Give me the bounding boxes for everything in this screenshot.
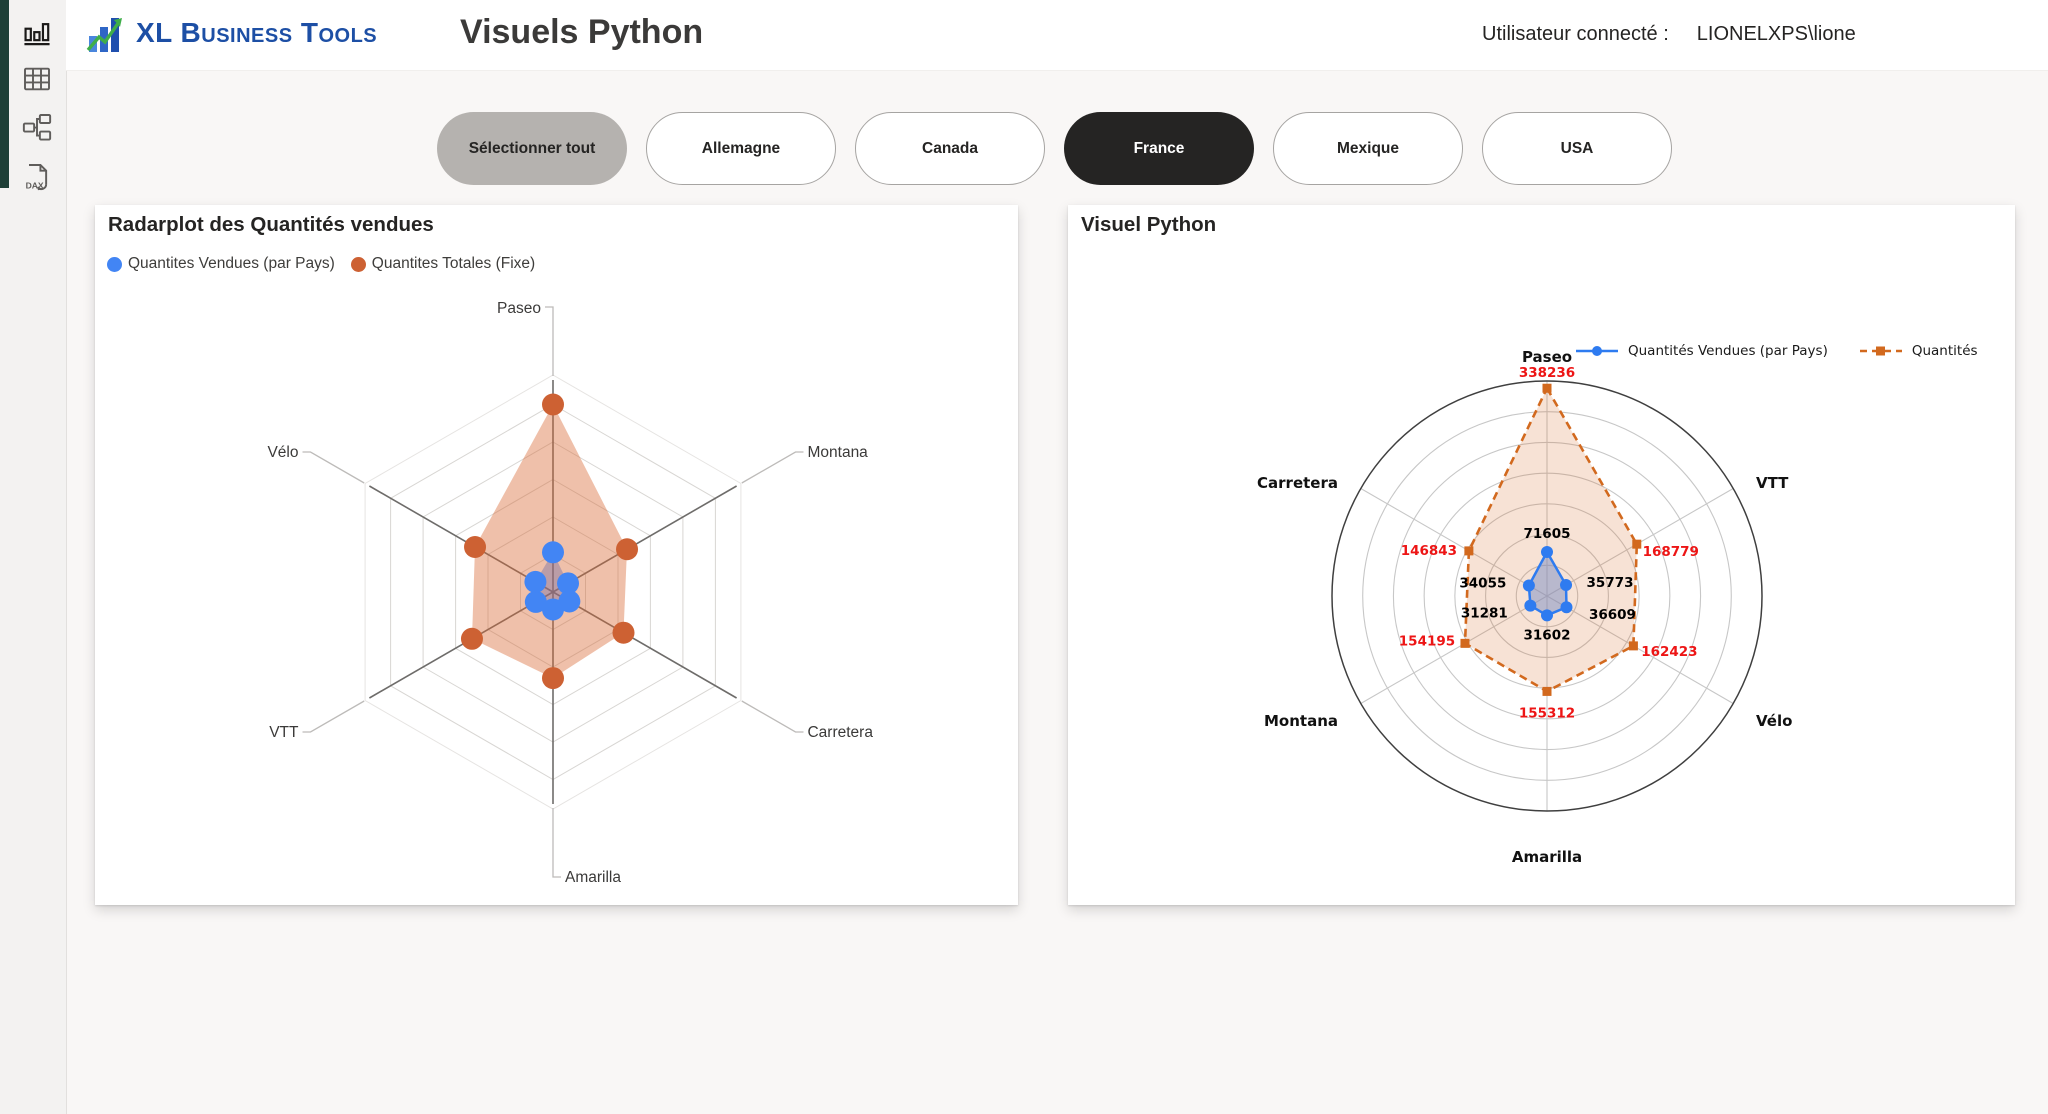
radarplot-title: Radarplot des Quantités vendues [108, 213, 434, 236]
python-chart-legend: Quantités Vendues (par Pays) Quantités [1574, 343, 1978, 359]
filter-usa[interactable]: USA [1482, 112, 1672, 185]
svg-text:VTT: VTT [269, 724, 299, 741]
py-legend-label: Quantités Vendues (par Pays) [1628, 343, 1828, 359]
svg-text:31281: 31281 [1461, 606, 1508, 622]
country-filter-bar: Sélectionner tout Allemagne Canada Franc… [437, 112, 1672, 185]
svg-text:Carretera: Carretera [807, 724, 873, 741]
user-label: Utilisateur connecté : [1482, 23, 1669, 45]
series-vendues [524, 541, 581, 621]
user-info: Utilisateur connecté : LIONELXPS\lione [1482, 23, 1856, 46]
blue-line-marker-icon [1576, 346, 1618, 356]
legend-label: Quantites Totales (Fixe) [371, 255, 536, 272]
svg-text:162423: 162423 [1641, 644, 1697, 660]
legend-item-totales[interactable]: Quantites Totales (Fixe) [350, 255, 536, 273]
py-legend-item-quantites: Quantités [1858, 343, 1978, 359]
py-legend-item-vendues: Quantités Vendues (par Pays) [1574, 343, 1828, 359]
filter-select-all[interactable]: Sélectionner tout [437, 112, 627, 185]
svg-text:34055: 34055 [1459, 576, 1506, 592]
sidebar-active-indicator [0, 0, 9, 188]
svg-text:Amarilla: Amarilla [1512, 848, 1582, 866]
svg-text:Montana: Montana [807, 444, 868, 461]
report-view-icon[interactable] [18, 12, 56, 50]
orange-dash-marker-icon [1859, 346, 1902, 356]
py-legend-label: Quantités [1911, 343, 1978, 359]
svg-text:VTT: VTT [1756, 474, 1789, 492]
svg-text:Paseo: Paseo [497, 300, 541, 317]
dax-icon-text: DAX [26, 180, 44, 190]
sidebar: DAX [0, 0, 67, 1114]
filter-france[interactable]: France [1064, 112, 1254, 185]
svg-text:71605: 71605 [1524, 526, 1571, 542]
svg-text:36609: 36609 [1589, 607, 1636, 623]
svg-text:Paseo: Paseo [1522, 348, 1572, 366]
radarplot-legend: Quantites Vendues (par Pays) Quantites T… [107, 255, 535, 273]
app-header: XL Business Tools Visuels Python Utilisa… [66, 0, 2048, 71]
app-logo: XL Business Tools [86, 10, 377, 56]
svg-text:Montana: Montana [1264, 712, 1338, 730]
dax-query-view-icon[interactable]: DAX [18, 158, 56, 196]
data-view-icon[interactable] [18, 60, 56, 98]
legend-dot-orange [350, 256, 366, 272]
model-view-icon[interactable] [18, 108, 56, 146]
series-totales [460, 393, 639, 690]
page-title: Visuels Python [460, 13, 704, 51]
svg-text:31602: 31602 [1524, 627, 1571, 643]
logo-text: XL Business Tools [136, 17, 378, 48]
svg-text:338236: 338236 [1519, 365, 1575, 381]
svg-text:154195: 154195 [1399, 633, 1455, 649]
python-visual-panel: Visuel Python Quantités Vendues (par Pay… [1068, 205, 2015, 905]
filter-allemagne[interactable]: Allemagne [646, 112, 836, 185]
legend-label: Quantites Vendues (par Pays) [128, 255, 335, 272]
legend-dot-blue [107, 256, 122, 272]
svg-text:35773: 35773 [1587, 575, 1634, 591]
svg-text:Amarilla: Amarilla [565, 869, 621, 886]
user-value: LIONELXPS\lione [1696, 23, 1856, 45]
filter-mexique[interactable]: Mexique [1273, 112, 1463, 185]
python-visual-title: Visuel Python [1081, 213, 1217, 236]
svg-text:155312: 155312 [1519, 705, 1575, 721]
svg-text:Carretera: Carretera [1257, 474, 1338, 492]
svg-text:146843: 146843 [1401, 543, 1457, 559]
legend-item-vendues[interactable]: Quantites Vendues (par Pays) [107, 255, 335, 273]
logo-bars-icon [86, 18, 122, 52]
radarplot-panel: Radarplot des Quantités vendues Quantite… [95, 205, 1018, 905]
svg-text:Vélo: Vélo [267, 444, 298, 461]
svg-text:168779: 168779 [1643, 544, 1699, 560]
series-vendues [1522, 546, 1573, 622]
svg-text:Vélo: Vélo [1756, 712, 1792, 730]
series-quantites [1460, 383, 1642, 696]
filter-canada[interactable]: Canada [855, 112, 1045, 185]
